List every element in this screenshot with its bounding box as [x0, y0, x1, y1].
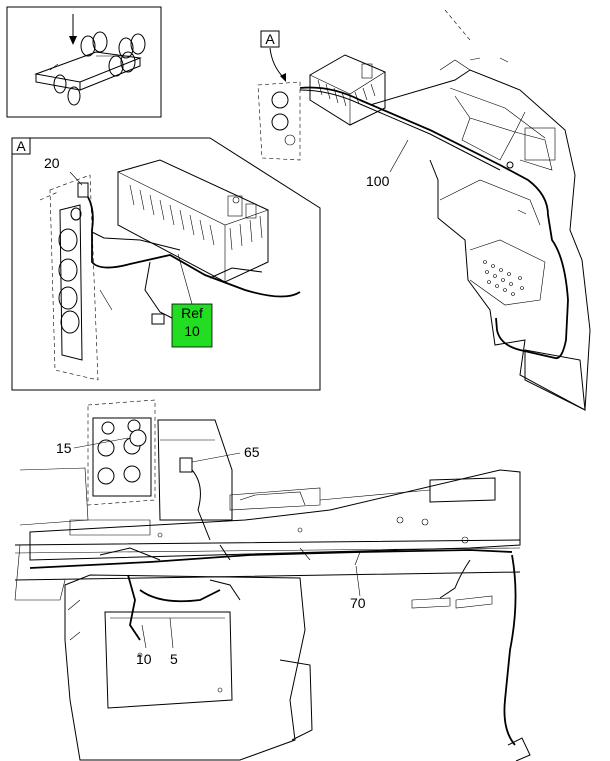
cross-beam [14, 539, 521, 581]
under-dash-view: 15 65 70 [14, 399, 531, 761]
dash-harness-70 [29, 549, 513, 569]
fuse-panel-detail-icon [117, 159, 269, 283]
connector-20 [77, 182, 89, 198]
callout-100: 100 [366, 173, 390, 189]
callout-15-leader [73, 437, 129, 449]
fuse-panel-sketch-icon [309, 54, 386, 126]
chassis-cable [503, 554, 517, 746]
ref-10-leader [177, 253, 193, 305]
floor-tunnel-outline [64, 574, 306, 761]
dash-harness-100 [299, 86, 569, 360]
inset-frame [6, 6, 162, 118]
callout-65-leader [191, 452, 241, 463]
detail-a-tag: A [16, 138, 26, 154]
lower-bracket [524, 349, 586, 411]
gauge-pod-outline [257, 81, 301, 161]
ref-10-line2: 10 [184, 323, 200, 339]
view-a-tag: A [265, 31, 275, 47]
view-a-arrow [269, 47, 285, 79]
vent-holes [483, 260, 524, 296]
chassis-connector [507, 737, 531, 761]
detail-a-tag-box [11, 137, 31, 155]
connector-65 [179, 457, 193, 473]
callout-5-leader [169, 617, 174, 649]
detail-a-view: A 20 [11, 137, 321, 391]
view-a-tag-box [260, 30, 280, 48]
detail-a-frame [11, 137, 321, 391]
connector-15 [129, 429, 147, 447]
dash-panel-outline [29, 469, 521, 561]
gauge-cluster-icon [87, 399, 156, 506]
callout-20: 20 [44, 155, 60, 171]
callout-70: 70 [350, 595, 366, 611]
module-5 [104, 611, 233, 709]
callout-70-leader [355, 565, 361, 597]
callout-15: 15 [56, 440, 72, 456]
ref-10-line1: Ref [181, 305, 203, 321]
gauge-panel-sketch-icon [39, 174, 113, 381]
dash-overview-view: A [257, 9, 591, 411]
chassis-sketch-icon [34, 31, 146, 106]
view-a-arrow-head-icon [280, 73, 286, 82]
callout-10: 10 [136, 651, 152, 667]
orientation-inset [6, 6, 162, 118]
view-arrow-head-icon [69, 36, 77, 45]
callout-100-leader [389, 139, 409, 173]
instrument-housing [157, 419, 233, 521]
callout-65: 65 [244, 444, 260, 460]
detail-harness [87, 196, 301, 298]
ref-10-box [171, 303, 213, 348]
callout-10-leader [141, 624, 147, 649]
callout-5: 5 [170, 651, 178, 667]
harness-10 [127, 574, 221, 641]
